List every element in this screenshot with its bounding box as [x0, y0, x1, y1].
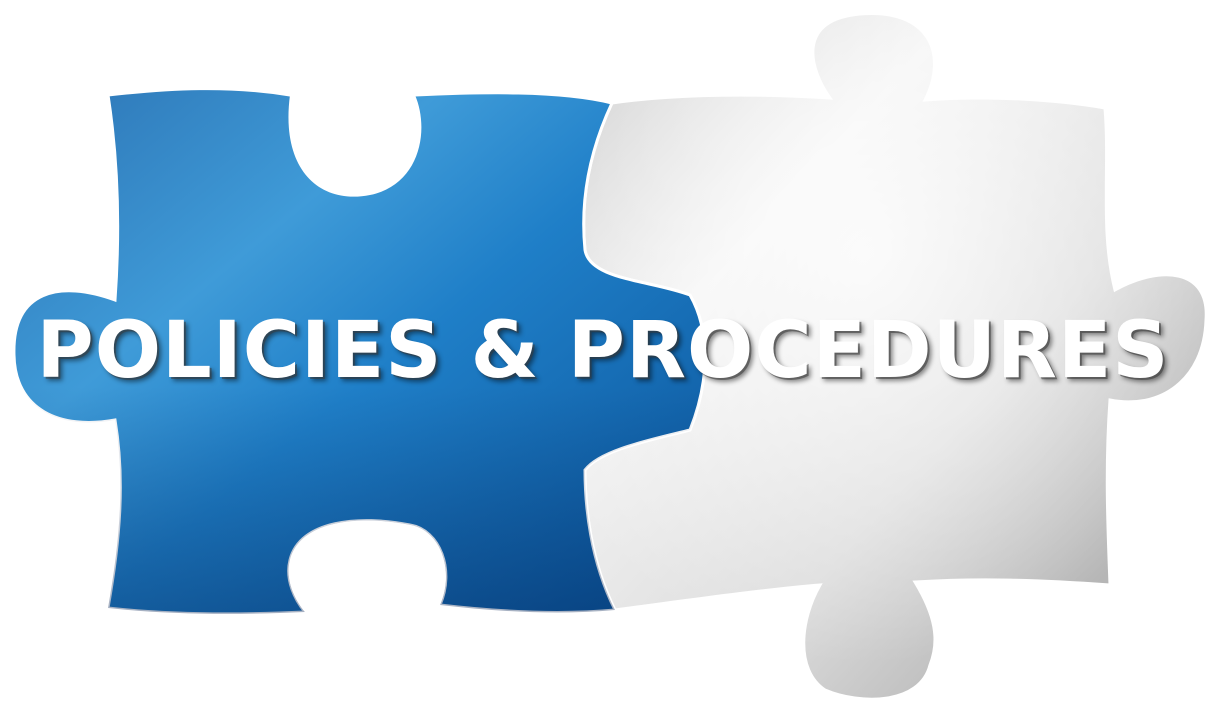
- blue-piece-bottom-notch: [288, 520, 446, 690]
- gray-piece-highlight: [583, 13, 1206, 700]
- headline-text: POLICIES & PROCEDURES: [36, 306, 1170, 396]
- blue-piece-shade: [13, 44, 706, 614]
- gray-puzzle-piece: [582, 12, 1206, 701]
- blue-piece-top-notch: [285, 44, 424, 197]
- blue-puzzle-piece: [12, 43, 707, 690]
